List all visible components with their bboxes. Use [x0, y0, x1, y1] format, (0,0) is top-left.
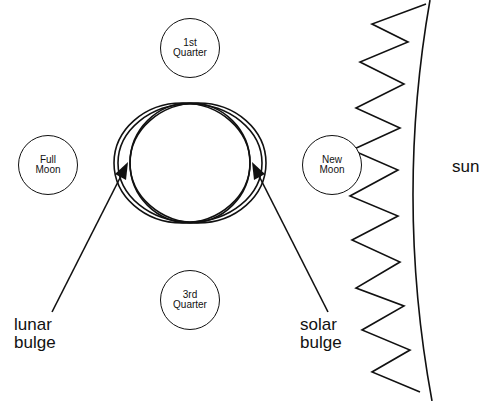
bulge-label: solar bulge	[300, 316, 360, 352]
sun-surface	[413, 0, 432, 401]
moon-phase-label: 3rd Quarter	[170, 290, 210, 311]
arrowhead	[252, 162, 265, 180]
earth-bulge	[130, 103, 266, 223]
moon-circle: New Moon	[302, 135, 362, 195]
moon-phase-label: Full Moon	[28, 155, 68, 176]
moon-phase-label: 1st Quarter	[170, 38, 210, 59]
earth-bulge	[118, 104, 262, 222]
moon-phase-label: New Moon	[312, 155, 352, 176]
sun-label: sun	[452, 158, 486, 176]
bulge-label: lunar bulge	[14, 316, 70, 352]
moon-circle: 1st Quarter	[160, 18, 220, 78]
moon-circle: 3rd Quarter	[160, 270, 220, 330]
earth	[130, 103, 250, 223]
moon-circle: Full Moon	[18, 135, 78, 195]
leader-line	[52, 170, 124, 312]
earth-bulge	[114, 103, 250, 223]
arrowhead	[115, 162, 128, 180]
sun-corona	[350, 4, 426, 392]
